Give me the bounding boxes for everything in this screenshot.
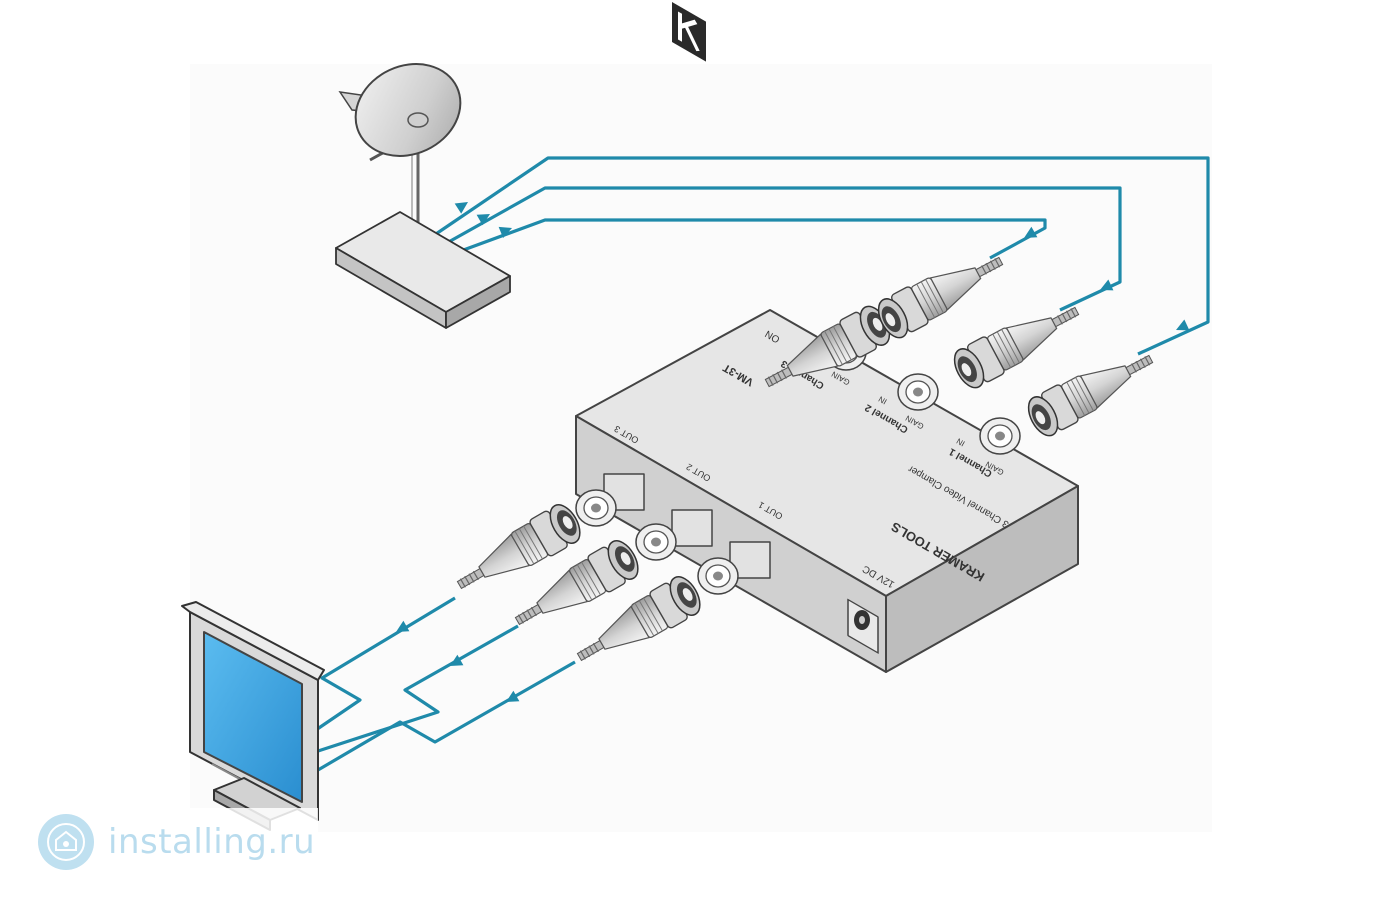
receiver-box-icon [335,211,511,329]
monitor-icon [181,601,325,831]
cable-out-3 [309,596,456,736]
cable-channel-1-in [429,156,1210,356]
channel-2-in-label: IN [877,394,889,406]
video-cables [309,156,1210,772]
watermark: installing.ru [22,808,318,876]
cable-channel-2-in [444,186,1122,312]
video-clamper-device: KRAMER TOOLS VM-3T 3 Channel Video Clamp… [575,2,1079,673]
watermark-text: installing.ru [108,822,316,862]
cable-out-1 [317,660,576,772]
cable-channel-3-in [457,218,1047,260]
channel-1-in-label: IN [955,436,967,448]
output-jacks [575,473,771,595]
bnc-connector-icon [1021,339,1162,442]
watermark-logo-icon [38,814,94,870]
kramer-logo-icon [672,2,706,62]
satellite-dish-icon [338,63,462,232]
cable-out-2 [314,624,519,754]
